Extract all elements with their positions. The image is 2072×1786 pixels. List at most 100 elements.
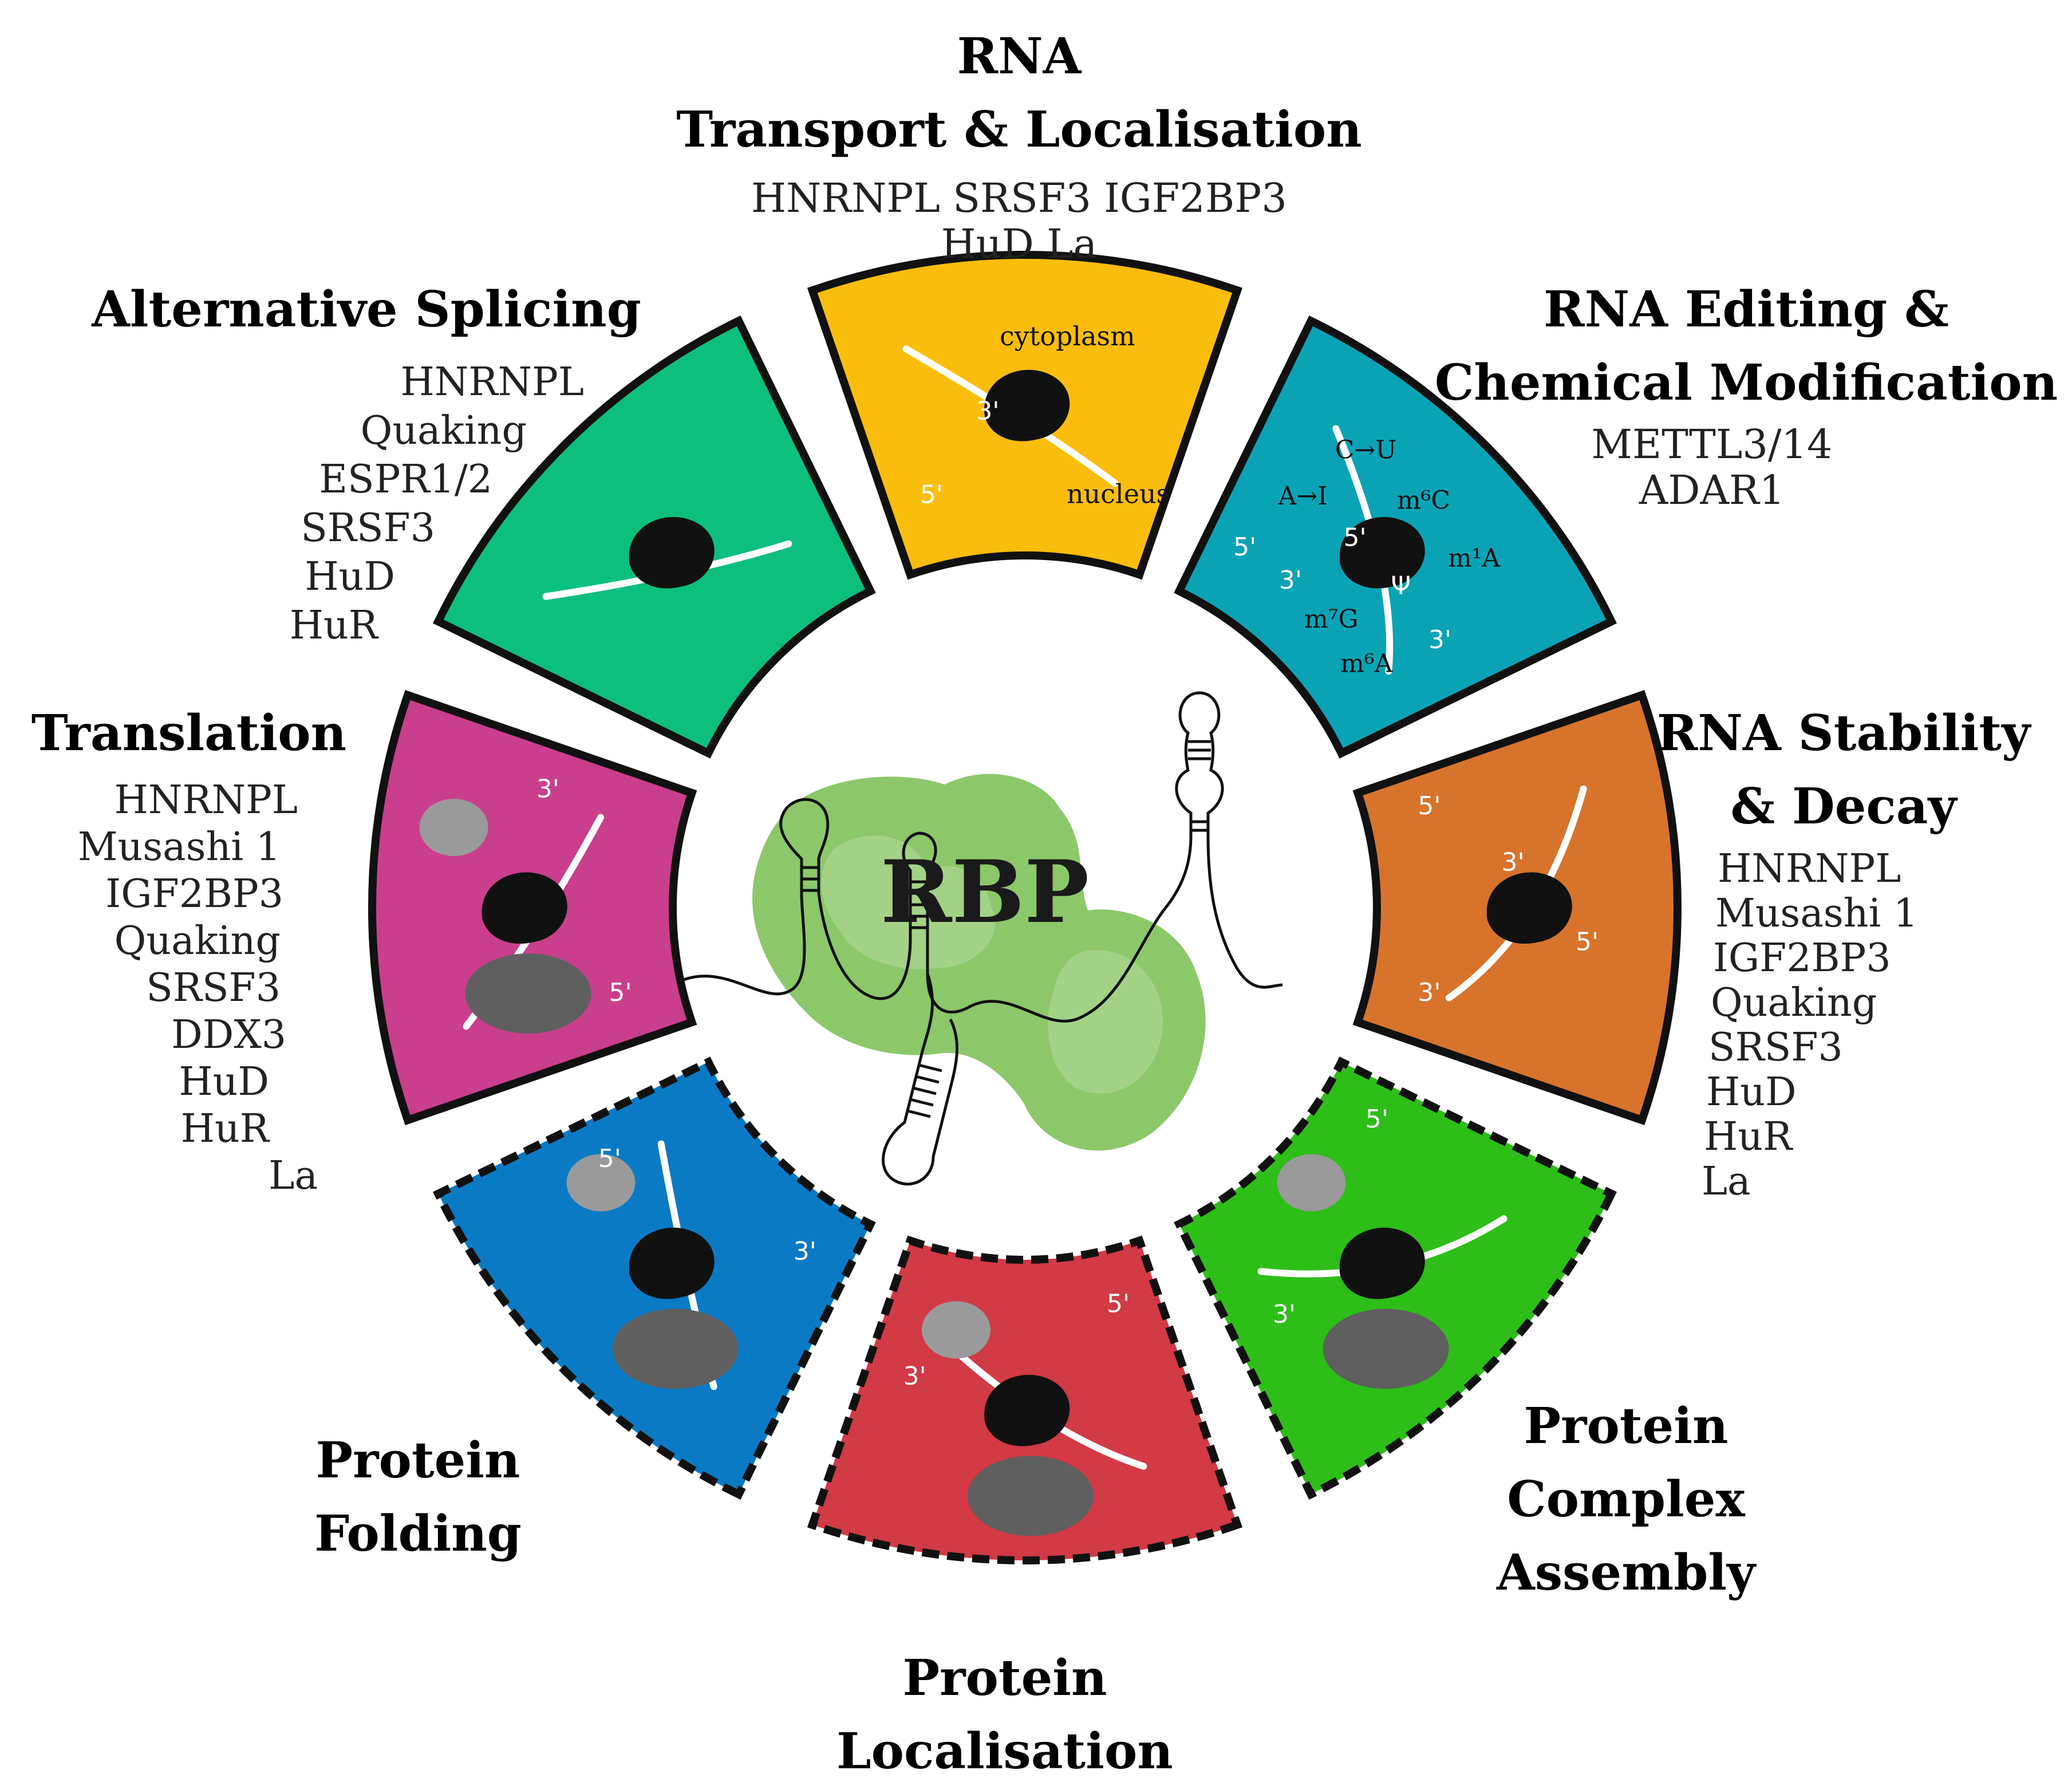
segment-title-localisation: Localisation [836,1722,1173,1780]
segment-title-complex: Assembly [1496,1544,1757,1602]
protein-label-stability: SRSF3 [1708,1025,1843,1070]
protein-label-translation: La [269,1153,318,1198]
segment-label-localisation: 3' [903,1362,926,1391]
rbp-blob-icon [984,1374,1070,1446]
segment-label-folding: 3' [794,1237,816,1266]
segment-stability: 5' 3' 5' 3' [1352,689,1682,1126]
segment-illustration-translation: 5' 3' [419,775,632,1034]
segment-title-stability: & Decay [1731,778,1959,835]
segment-label-folding: 5' [598,1144,621,1173]
protein-label-stability: HuD [1706,1070,1797,1115]
protein-label-translation: Musashi 1 [78,825,281,870]
segment-label-transport: 3' [976,396,999,425]
segment-label-editing: 3' [1279,566,1302,595]
segment-label-editing: Ψ [1391,571,1411,601]
segment-label-editing: m⁶C [1397,486,1450,515]
nascent-protein-icon [566,1154,636,1212]
protein-label-stability: IGF2BP3 [1713,936,1891,981]
rbp-protein-blob [752,774,1206,1151]
segment-illustration-stability: 5' 3' 5' 3' [1418,785,1599,1007]
ribosome-subunit-icon [968,1456,1094,1536]
protein-label-translation: SRSF3 [146,965,281,1011]
rbp-hairpin-right [1175,691,1224,836]
segment-folding: 3' 5' [433,1056,876,1500]
segment-label-editing: m¹A [1448,543,1501,573]
segment-title-localisation: Protein [903,1649,1107,1707]
rbp-blob-icon [1486,872,1572,944]
protein-label-splicing: Quaking [361,408,527,454]
rbp-label: RBP [881,842,1089,943]
segment-label-editing: m⁶A [1340,649,1393,678]
rbp-hairpin-left [779,798,830,893]
rbp-blob-icon [1339,517,1425,589]
segment-label-editing: 5' [1233,533,1256,562]
segment-label-localisation: 5' [1107,1289,1130,1318]
segment-label-transport: cytoplasm [1000,321,1135,352]
segments-layer: 5'3'cytoplasmnucleus5'A→IC→U3'5'm⁶Cm⁷GΨm… [368,251,1682,1564]
protein-label-translation: HuD [179,1059,269,1105]
protein-label-translation: Quaking [115,918,281,964]
rbp-blob-icon [1339,1227,1425,1299]
segment-label-transport: nucleus [1067,479,1170,510]
segment-translation: 5' 3' [368,689,697,1126]
rbp-hairpin-bottom-rungs [907,1063,942,1118]
segment-title-folding: Folding [314,1505,522,1563]
segment-label-stability: 5' [1576,927,1599,956]
nascent-protein-icon [419,799,488,856]
protein-label-splicing: HuD [305,554,395,600]
segment-illustration-complex: 5'3' [1257,1105,1507,1389]
protein-label-translation: HNRNPL [115,778,298,823]
protein-label-editing: ADAR1 [1639,467,1785,514]
ribosome-subunit-icon [1323,1308,1449,1389]
rbp-blob-icon [482,872,567,944]
rbp-blob-icon [629,1227,715,1299]
segment-label-translation: 3' [536,775,559,804]
segment-splicing [433,316,876,759]
segment-label-editing: 3' [1428,625,1451,655]
protein-label-translation: DDX3 [171,1012,286,1058]
segment-title-transport: Transport & Localisation [676,101,1361,159]
protein-label-translation: HuR [181,1106,270,1152]
segment-title-transport: RNA [957,27,1082,85]
rbp-hairpin-right-rungs [1188,740,1211,832]
segment-title-complex: Protein [1524,1397,1728,1455]
ribosome-subunit-icon [465,953,591,1034]
nascent-protein-icon [1277,1154,1346,1212]
segment-complex: 5'3' [1174,1056,1617,1500]
segment-label-translation: 5' [609,978,632,1007]
segment-label-editing: A→I [1277,482,1327,511]
protein-label-editing: METTL3/14 [1591,421,1832,468]
protein-label-stability: HuR [1704,1114,1793,1160]
rbp-hairpin-middle-rungs [910,880,928,929]
protein-label-splicing: HuR [290,603,379,648]
rbp-hairpin-middle [902,831,937,899]
nascent-protein-icon [922,1301,990,1359]
protein-label-stability: Musashi 1 [1715,891,1918,936]
protein-label-stability: Quaking [1711,980,1877,1026]
central-rbp-illustration: RBP [663,691,1283,1186]
rbp-protein-shade-2 [1048,950,1163,1094]
segment-title-translation: Translation [31,704,346,762]
segment-title-stability: RNA Stability [1657,704,2032,762]
segment-label-stability: 3' [1418,978,1440,1007]
segment-illustration-localisation: 5' 3' [903,1289,1147,1536]
protein-label-translation: IGF2BP3 [105,872,283,917]
segment-label-stability: 3' [1502,847,1525,877]
protein-label-splicing: HNRNPL [401,360,584,405]
segment-label-stability: 5' [1418,791,1440,821]
segment-title-editing: Chemical Modification [1435,354,2058,412]
protein-label-splicing: ESPR1/2 [319,457,492,502]
protein-label-stability: La [1702,1159,1751,1204]
ribosome-subunit-icon [612,1308,739,1389]
protein-label-stability: HNRNPL [1718,846,1901,892]
segment-label-editing: 5' [1343,523,1366,553]
rbp-hairpin-bottom [882,973,959,1186]
rbp-protein-shade [821,835,995,969]
segment-title-complex: Complex [1507,1470,1745,1528]
protein-label-splicing: SRSF3 [301,506,435,551]
segment-title-folding: Protein [316,1432,520,1489]
